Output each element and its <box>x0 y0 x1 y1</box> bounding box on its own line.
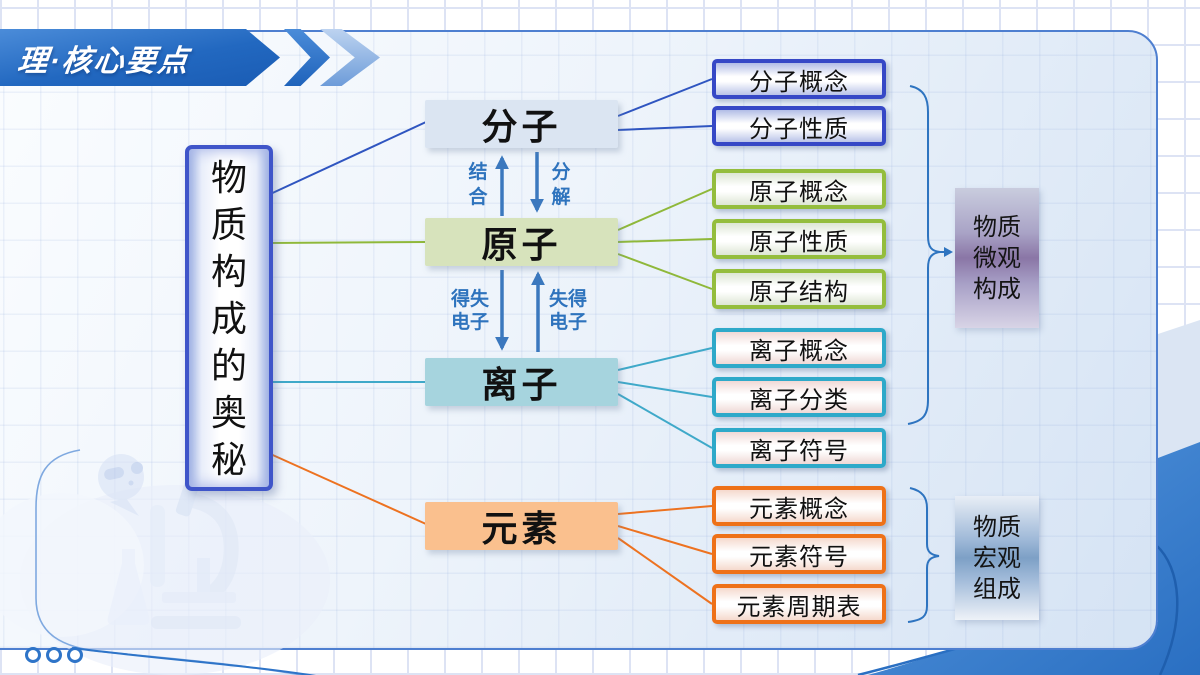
lab-illustration <box>98 454 241 629</box>
combine-label: 结合 <box>468 162 488 208</box>
root-node-label: 物质构成的奥秘 <box>210 156 247 480</box>
node-atom-structure: 原子结构 <box>712 269 886 309</box>
group-label-macro: 物质宏观组成 <box>955 496 1039 620</box>
node-element: 元素 <box>425 502 618 550</box>
section-title: 理·核心要点 <box>15 44 192 78</box>
node-ion-symbol: 离子符号 <box>712 428 886 468</box>
brace-macro <box>907 487 940 623</box>
microscope-stage <box>162 592 236 603</box>
flask-icon <box>107 549 150 625</box>
edge-root-molecule <box>265 121 427 197</box>
node-ion-concept: 离子概念 <box>712 328 886 368</box>
section-banner: 理·核心要点 <box>0 29 280 86</box>
decompose-label: 分解 <box>551 162 571 208</box>
microscope-base <box>151 616 241 629</box>
node-element-concept: 元素概念 <box>712 486 886 526</box>
root-node: 物质构成的奥秘 <box>185 145 273 491</box>
three-circles-icon <box>25 647 83 663</box>
test-tube-icon <box>150 505 165 587</box>
gain-lose-electrons-label: 得失电子 <box>450 289 489 333</box>
brace-arrow-tip <box>944 247 953 257</box>
group-label-micro: 物质微观构成 <box>955 188 1039 328</box>
node-atom-concept: 原子概念 <box>712 169 886 209</box>
node-atom: 原子 <box>425 218 618 266</box>
microscope-arm <box>188 492 239 603</box>
node-molecule: 分子 <box>425 100 618 148</box>
node-element-symbol: 元素符号 <box>712 534 886 574</box>
microscope-stand <box>197 558 210 600</box>
node-atom-property: 原子性质 <box>712 219 886 259</box>
lose-gain-electrons-label: 失得电子 <box>548 289 587 333</box>
edge-root-atom <box>265 241 427 244</box>
node-ion: 离子 <box>425 358 618 406</box>
edge-root-element <box>265 451 427 525</box>
wave-arc-curve <box>1155 544 1179 675</box>
node-element-periodic-table: 元素周期表 <box>712 584 886 624</box>
brace-micro <box>907 85 941 425</box>
node-molecule-concept: 分子概念 <box>712 59 886 99</box>
bottom-curve <box>71 647 317 675</box>
node-ion-class: 离子分类 <box>712 377 886 417</box>
node-molecule-property: 分子性质 <box>712 106 886 146</box>
